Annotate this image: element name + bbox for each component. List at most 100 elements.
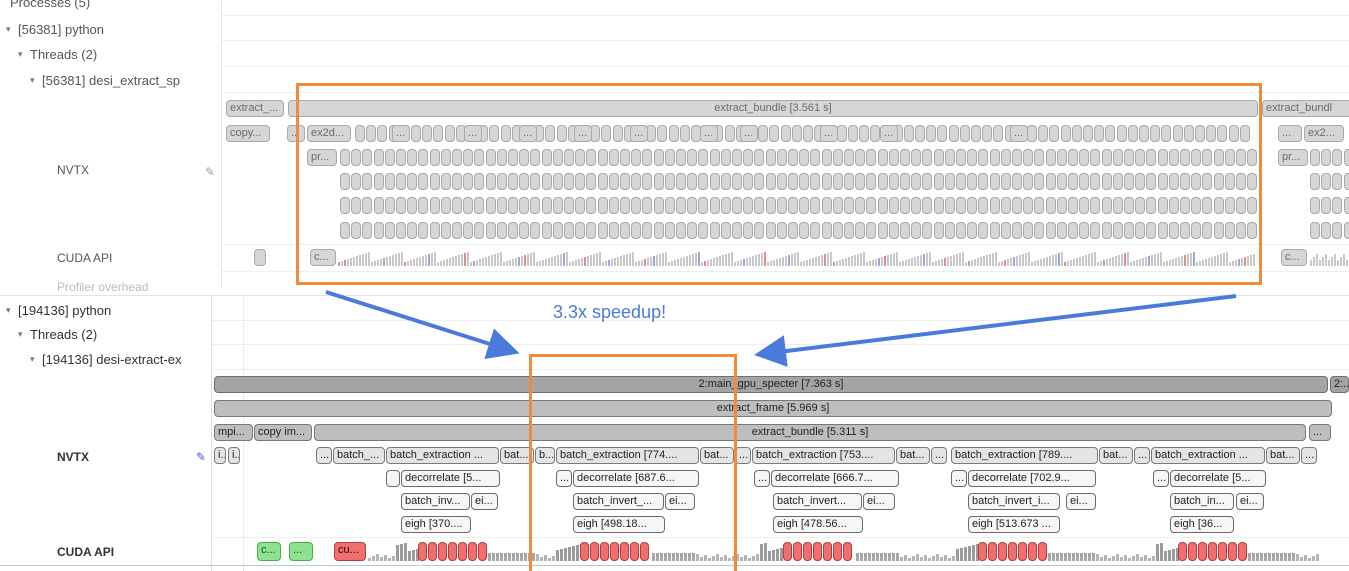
nvtx-range-memcpy[interactable] [1191, 222, 1201, 239]
nvtx-range-batch[interactable] [586, 149, 596, 166]
nvtx-range-decorrelate[interactable]: decorrelate [5... [401, 470, 500, 487]
nvtx-range-batch[interactable] [889, 173, 899, 190]
nvtx-range-memcpy[interactable] [351, 222, 361, 239]
nvtx-range-main-gpu-right[interactable]: 2:... [1330, 376, 1349, 393]
nvtx-range-batch-invert[interactable]: batch_invert... [773, 493, 862, 510]
caret-down-icon[interactable]: ▾ [6, 305, 11, 315]
nvtx-range-batch-extraction-753[interactable]: batch_extraction [753.... [752, 447, 895, 464]
nvtx-range-collapsed[interactable]: ... [316, 447, 332, 464]
nvtx-range-batch[interactable] [642, 197, 652, 214]
nvtx-range-batch[interactable] [1344, 173, 1349, 190]
nvtx-range-batch[interactable] [1161, 125, 1171, 142]
nvtx-range-batch[interactable] [441, 149, 451, 166]
nvtx-range-batch[interactable] [374, 173, 384, 190]
nvtx-range-batch[interactable] [1146, 197, 1156, 214]
nvtx-range-batch[interactable] [351, 149, 361, 166]
nvtx-range-batch[interactable] [1083, 125, 1093, 142]
nvtx-range-batch[interactable] [1057, 149, 1067, 166]
nvtx-range-bat[interactable]: bat... [700, 447, 734, 464]
nvtx-range-batch[interactable] [669, 125, 679, 142]
nvtx-range-memcpy[interactable] [934, 222, 944, 239]
cuda-kernel-launch[interactable] [1238, 542, 1247, 561]
nvtx-range-batch[interactable] [1034, 197, 1044, 214]
nvtx-range-main-gpu-specter[interactable]: 2:main_gpu_specter [7.363 s] [214, 376, 1328, 393]
nvtx-range-extract-right[interactable]: extract_bundl [1262, 100, 1349, 117]
nvtx-range-memcpy[interactable] [922, 222, 932, 239]
cuda-kernel-launch[interactable] [833, 542, 842, 561]
nvtx-range-batch[interactable] [855, 149, 865, 166]
nvtx-range-batch[interactable] [792, 125, 802, 142]
nvtx-range-batch[interactable] [1012, 173, 1022, 190]
nvtx-range-batch[interactable] [441, 173, 451, 190]
nvtx-range-memcpy[interactable] [878, 222, 888, 239]
nvtx-range-batch[interactable] [418, 149, 428, 166]
nvtx-range-batch[interactable] [676, 149, 686, 166]
nvtx-range-collapsed[interactable]: ... [1010, 125, 1028, 142]
nvtx-range-batch[interactable] [990, 149, 1000, 166]
nvtx-range-batch[interactable] [519, 149, 529, 166]
cuda-kernel-launch[interactable] [1178, 542, 1187, 561]
nvtx-range-memcpy[interactable] [1321, 222, 1331, 239]
nvtx-range-extract-frame[interactable]: extract_frame [5.969 s] [214, 400, 1332, 417]
nvtx-range-batch[interactable] [1195, 125, 1205, 142]
nvtx-range-batch[interactable] [1049, 125, 1059, 142]
nvtx-range-collapsed[interactable]: ... [556, 470, 572, 487]
nvtx-range-batch[interactable] [680, 125, 690, 142]
nvtx-range-batch[interactable] [945, 197, 955, 214]
nvtx-range-batch[interactable] [1023, 197, 1033, 214]
nvtx-range-ei[interactable]: ei... [471, 493, 498, 510]
nvtx-range-bat[interactable]: bat... [896, 447, 930, 464]
nvtx-range-memcpy[interactable] [620, 222, 630, 239]
nvtx-range-batch[interactable] [743, 149, 753, 166]
nvtx-range-ei[interactable]: ei... [1066, 493, 1096, 510]
nvtx-range-batch[interactable] [542, 173, 552, 190]
nvtx-range-memcpy[interactable] [407, 222, 417, 239]
nvtx-range-memcpy[interactable] [1169, 222, 1179, 239]
nvtx-range-batch[interactable] [810, 173, 820, 190]
nvtx-range-memcpy[interactable] [1046, 222, 1056, 239]
nvtx-range-batch[interactable] [1146, 173, 1156, 190]
nvtx-range-batch[interactable] [1332, 173, 1342, 190]
nvtx-range-batch[interactable] [362, 149, 372, 166]
nvtx-range-batch[interactable] [474, 149, 484, 166]
nvtx-range-batch[interactable] [1068, 149, 1078, 166]
nvtx-range-memcpy[interactable] [721, 222, 731, 239]
nvtx-range-batch[interactable] [725, 125, 735, 142]
cuda-kernel-launch[interactable] [978, 542, 987, 561]
nvtx-range-batch[interactable] [351, 197, 361, 214]
nvtx-range-batch[interactable] [542, 197, 552, 214]
nvtx-range-batch[interactable] [956, 197, 966, 214]
nvtx-range-memcpy[interactable] [956, 222, 966, 239]
nvtx-range-batch[interactable] [1079, 197, 1089, 214]
nvtx-range-memcpy[interactable] [676, 222, 686, 239]
nvtx-range-batch[interactable] [1169, 149, 1179, 166]
nvtx-range-batch[interactable] [904, 125, 914, 142]
nvtx-range-collapsed[interactable]: ... [1134, 447, 1150, 464]
nvtx-range-collapsed[interactable]: ... [464, 125, 482, 142]
nvtx-range-batch[interactable] [687, 149, 697, 166]
nvtx-range-memcpy[interactable] [710, 222, 720, 239]
nvtx-range-batch[interactable] [676, 197, 686, 214]
cuda-kernel-launch[interactable] [1218, 542, 1227, 561]
nvtx-range-ei[interactable]: ei... [863, 493, 895, 510]
nvtx-range-decorrelate[interactable]: decorrelate [5... [1170, 470, 1266, 487]
nvtx-range-memcpy[interactable] [743, 222, 753, 239]
nvtx-range-batch[interactable] [489, 125, 499, 142]
nvtx-range-memcpy[interactable] [1057, 222, 1067, 239]
nvtx-range-batch[interactable] [1117, 125, 1127, 142]
nvtx-range-memcpy[interactable] [1001, 222, 1011, 239]
nvtx-range-batch[interactable] [911, 197, 921, 214]
nvtx-range-batch[interactable] [1310, 149, 1320, 166]
nvtx-range-memcpy[interactable] [1214, 222, 1224, 239]
nvtx-range-batch-inv[interactable]: batch_inv... [401, 493, 470, 510]
nvtx-range-batch[interactable] [710, 173, 720, 190]
nvtx-range-memcpy[interactable] [945, 222, 955, 239]
cuda-kernel-launch[interactable] [630, 542, 639, 561]
nvtx-range-memcpy[interactable] [1034, 222, 1044, 239]
nvtx-range-batch[interactable] [1046, 149, 1056, 166]
nvtx-range-batch[interactable] [1034, 149, 1044, 166]
nvtx-range-batch[interactable] [777, 197, 787, 214]
nvtx-range-batch[interactable] [844, 197, 854, 214]
nvtx-range-batch-extraction-774[interactable]: batch_extraction [774.... [556, 447, 699, 464]
nvtx-range-batch[interactable] [422, 125, 432, 142]
